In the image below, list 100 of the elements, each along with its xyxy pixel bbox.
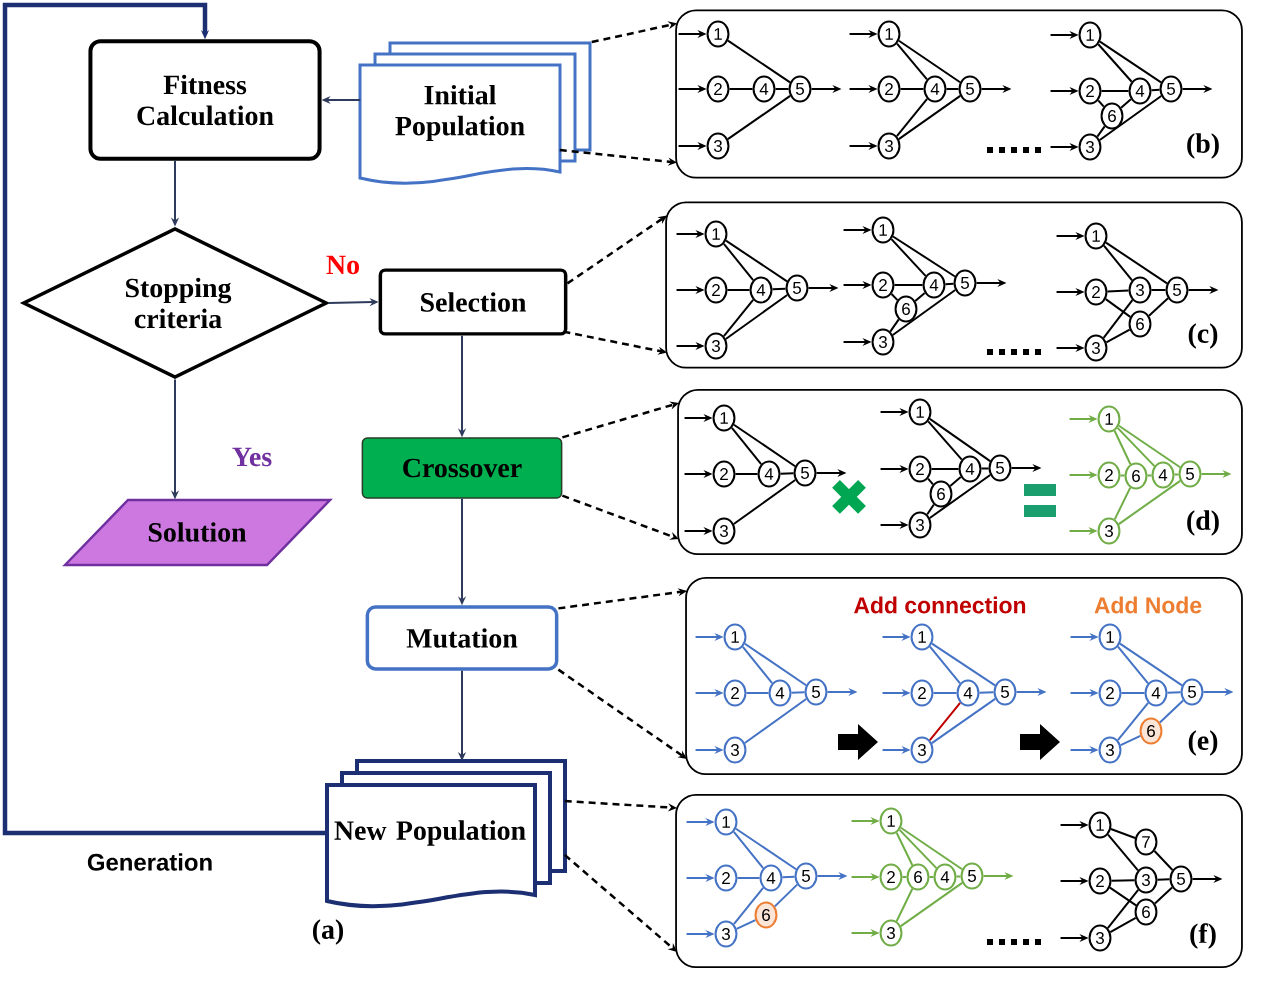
network-link [735, 919, 757, 930]
network-node: 4 [922, 271, 946, 299]
network-node: 3 [1097, 517, 1121, 545]
network-link [1150, 88, 1161, 92]
network-node: 5 [785, 274, 809, 302]
network-node: 5 [958, 75, 982, 103]
network-link [895, 831, 914, 867]
network-link [898, 828, 938, 870]
network-node: 5 [794, 862, 818, 890]
network-link [1153, 886, 1174, 905]
network-node: 5 [988, 454, 1012, 482]
network-link [1108, 886, 1138, 907]
network-link [781, 875, 796, 879]
network-link [930, 468, 960, 470]
network-link [773, 883, 799, 908]
network-link [1153, 850, 1174, 871]
network-link [1158, 699, 1185, 724]
network-link [1104, 241, 1169, 285]
process-box: Crossover [361, 437, 563, 499]
panel-label: (a) [312, 919, 344, 945]
network-node: 4 [933, 863, 957, 891]
network-node: 4 [768, 679, 792, 707]
annotation-text: Add Node [1094, 596, 1202, 614]
network-link [1117, 479, 1182, 526]
network-node: 3 [1098, 736, 1122, 764]
network-link [1146, 474, 1153, 477]
network-link [1109, 916, 1137, 934]
network-node: 5 [960, 862, 984, 890]
network-link [899, 826, 964, 871]
network-node: 6 [1134, 898, 1158, 926]
network-link [728, 88, 754, 90]
network-node: 6 [754, 901, 778, 929]
network-link [896, 42, 928, 81]
network-node: 1 [712, 404, 736, 432]
network-node: 5 [993, 678, 1017, 706]
network-node: 5 [953, 269, 977, 297]
network-link [1097, 43, 1133, 83]
network-node: 3 [706, 132, 730, 160]
network-link [726, 94, 792, 141]
network-node: 2 [1098, 679, 1122, 707]
network-link [1105, 328, 1131, 344]
network-link [745, 692, 770, 694]
network-link [1104, 298, 1132, 318]
process-box: Selection [378, 268, 568, 336]
network-node: 3 [879, 919, 903, 947]
network-link [897, 94, 962, 141]
network-node: 2 [723, 679, 747, 707]
network-node: 1 [877, 20, 901, 48]
network-link [1150, 289, 1167, 291]
network-node: 7 [1134, 828, 1158, 856]
annotation-text: Add connection [854, 596, 1026, 614]
network-link [899, 88, 925, 90]
network-link [955, 875, 962, 878]
network-node: 4 [958, 455, 982, 483]
network-node: 5 [1159, 75, 1183, 103]
network-node: 4 [956, 679, 980, 707]
network-node: 6 [1139, 717, 1163, 745]
network-node: 3 [877, 132, 901, 160]
edge-label: Generation [87, 853, 212, 871]
network-link [1173, 473, 1180, 476]
network-link [743, 698, 808, 744]
network-link [895, 887, 914, 923]
network-link [1116, 645, 1150, 685]
network-node: 2 [908, 455, 932, 483]
network-link [892, 235, 956, 278]
network-node: 6 [929, 480, 953, 508]
network-node: 5 [793, 459, 817, 487]
network-link [928, 876, 935, 878]
network-node: 6 [894, 295, 918, 323]
network-node: 2 [706, 75, 730, 103]
network-node: 2 [712, 460, 736, 488]
network-node: 4 [1151, 461, 1175, 489]
network-link [1120, 98, 1132, 109]
network-node: 1 [706, 20, 730, 48]
network-link [741, 645, 774, 685]
network-node: 3 [723, 736, 747, 764]
network-link [732, 479, 797, 525]
network-link [734, 827, 798, 871]
network-link [927, 477, 934, 486]
network-link [1098, 95, 1163, 141]
network-node: 5 [1165, 276, 1189, 304]
network-node: 1 [879, 807, 903, 835]
network-link [1098, 40, 1163, 84]
network-link [899, 881, 964, 928]
network-node: 4 [1128, 77, 1152, 105]
network-link [897, 39, 962, 84]
network-link [771, 287, 787, 291]
process-box: Fitness Calculation [88, 39, 322, 161]
edge-label: Yes [232, 447, 272, 467]
network-node: 2 [1097, 461, 1121, 489]
network-node: 1 [908, 398, 932, 426]
network-link [930, 697, 997, 745]
network-node: 2 [1088, 867, 1112, 895]
network-link [1116, 701, 1150, 742]
network-node: 2 [879, 863, 903, 891]
network-link [722, 298, 755, 338]
network-link [774, 88, 790, 90]
network-link [732, 886, 765, 926]
network-link [1113, 486, 1132, 521]
network-link [901, 876, 908, 878]
